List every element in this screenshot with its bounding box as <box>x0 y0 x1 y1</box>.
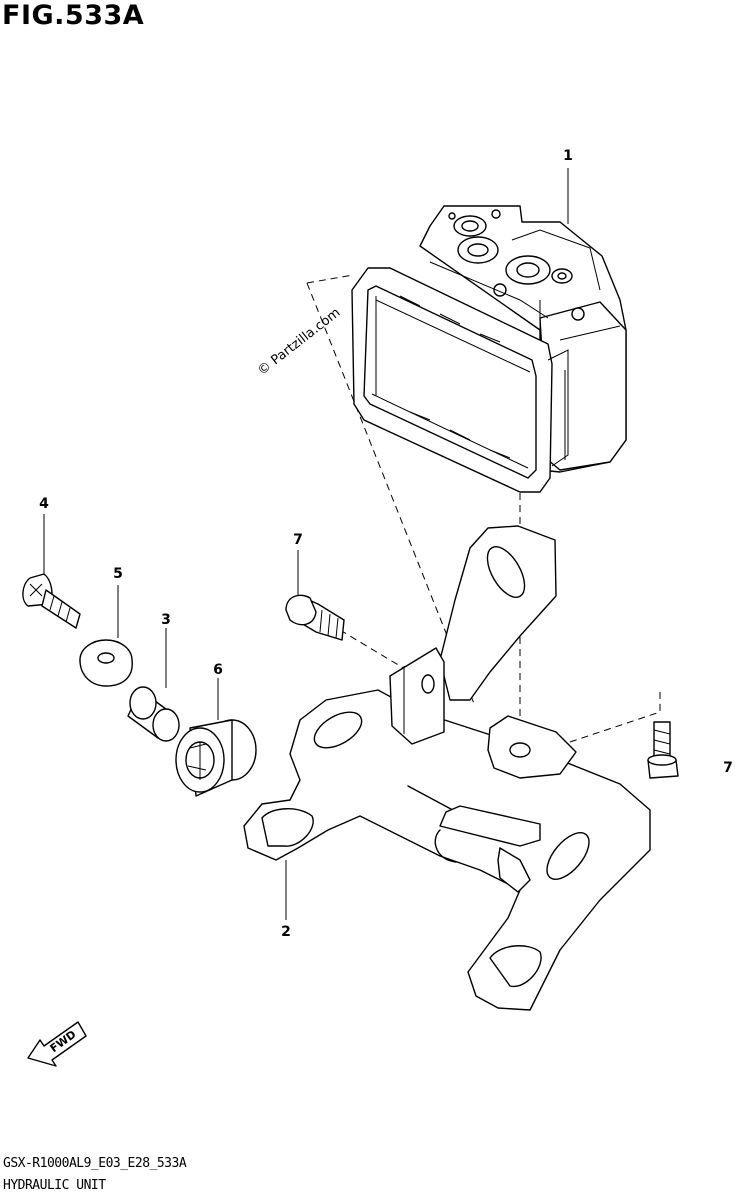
callout-7-right: 7 <box>723 760 733 776</box>
callout-7-upper: 7 <box>293 532 303 548</box>
callout-4: 4 <box>39 496 49 512</box>
callout-2: 2 <box>281 924 291 940</box>
bolt-7-right <box>647 721 679 779</box>
washer-5 <box>79 639 133 687</box>
bolt-7-upper <box>285 594 345 641</box>
fwd-arrow-icon: FWD <box>27 1021 87 1067</box>
leader-lines <box>43 168 569 920</box>
footer-name: HYDRAULIC UNIT <box>3 1178 106 1193</box>
callout-1: 1 <box>563 148 573 164</box>
callout-5: 5 <box>113 566 123 582</box>
grommet-6 <box>175 719 257 797</box>
callout-3: 3 <box>161 612 171 628</box>
callout-6: 6 <box>213 662 223 678</box>
hydraulic-unit <box>351 205 627 493</box>
bracket <box>243 525 651 1011</box>
figure-title: FIG.533A <box>2 0 145 31</box>
footer-code: GSX-R1000AL9_E03_E28_533A <box>3 1156 187 1171</box>
collar-3 <box>127 686 180 742</box>
screw-4 <box>22 573 81 629</box>
